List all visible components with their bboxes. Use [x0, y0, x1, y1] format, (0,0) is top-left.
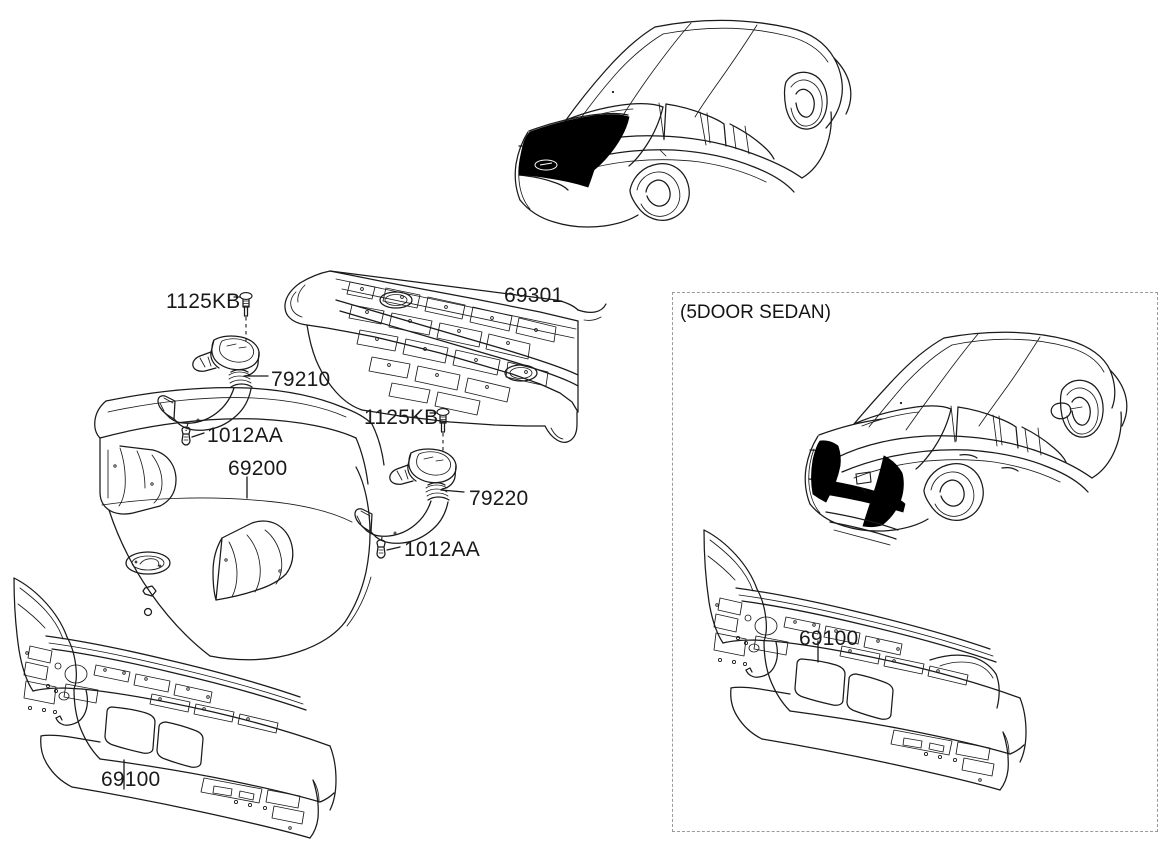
- part-69100-back-panel-main: [13, 577, 337, 839]
- illustration-sedan-5door: [804, 331, 1128, 546]
- part-69100-back-panel-5door: [703, 529, 1027, 791]
- label-69200: 69200: [228, 457, 288, 480]
- illustration-sedan-4door: [514, 19, 852, 228]
- part-1012aa-clip-upper: [181, 426, 205, 446]
- label-1012aa-upper: 1012AA: [207, 424, 283, 447]
- variant-panel-title: (5DOOR SEDAN): [680, 302, 831, 323]
- part-79210-hinge-lh: [157, 335, 269, 432]
- part-69200-trunk-lid: [94, 387, 385, 661]
- label-69100-5door: 69100: [799, 627, 859, 650]
- part-1125kb-bolt-lower: [429, 408, 450, 454]
- label-79210: 79210: [271, 368, 331, 391]
- part-1125kb-bolt-upper: [233, 292, 253, 341]
- label-1125kb-lower: 1125KB: [364, 406, 439, 429]
- part-1012aa-clip-lower: [376, 539, 401, 559]
- part-79220-hinge-rh: [354, 448, 465, 545]
- label-1125kb-upper: 1125KB: [166, 290, 241, 313]
- part-69301-package-tray: [284, 270, 607, 443]
- label-1012aa-lower: 1012AA: [404, 538, 480, 561]
- label-69100-main: 69100: [101, 768, 161, 791]
- label-79220: 79220: [469, 487, 529, 510]
- label-69301: 69301: [504, 284, 564, 307]
- variant-panel-5door: [672, 292, 1158, 832]
